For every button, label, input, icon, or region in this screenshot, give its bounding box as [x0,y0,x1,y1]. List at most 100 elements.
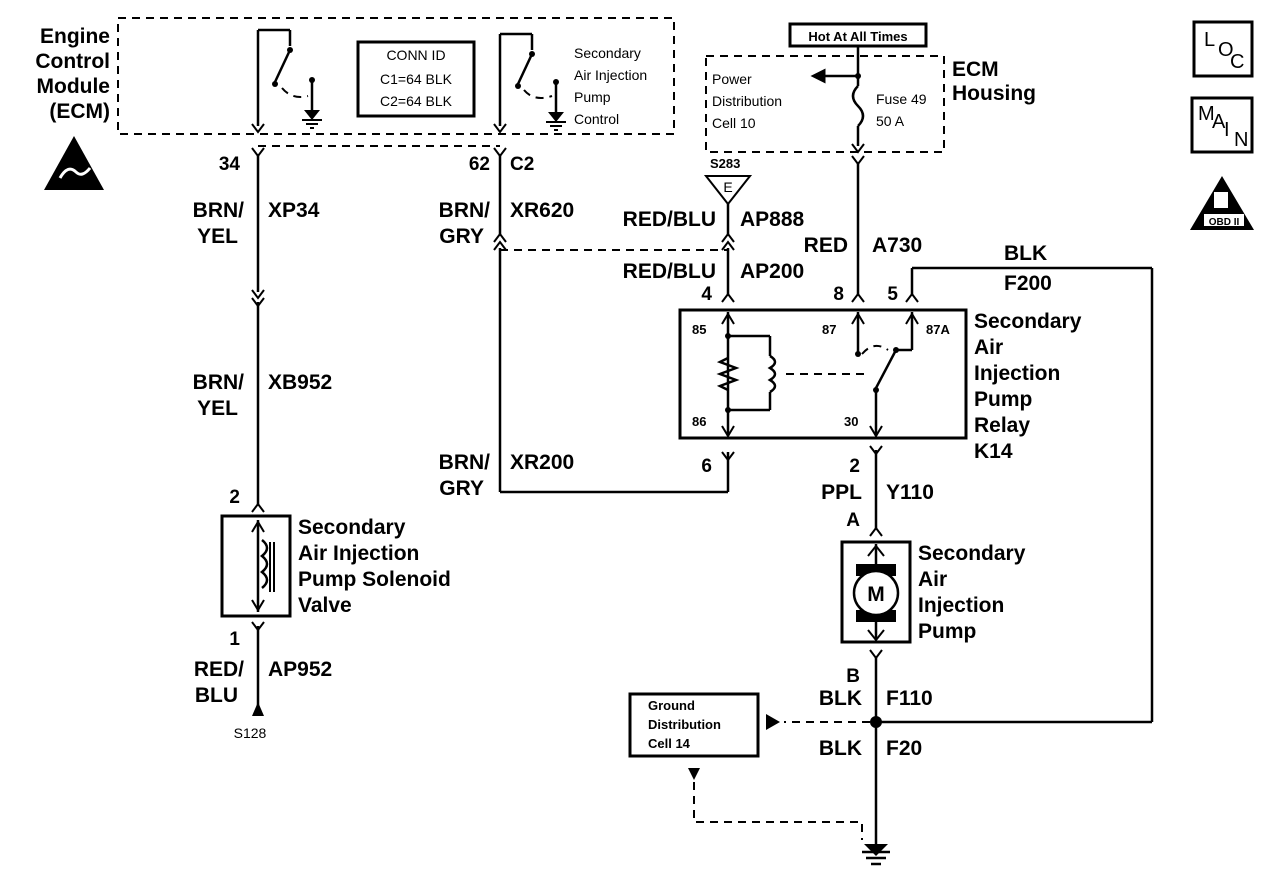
svg-text:(ECM): (ECM) [49,100,110,123]
svg-text:Relay: Relay [974,414,1030,437]
svg-text:ECM: ECM [952,58,999,81]
svg-text:Module: Module [37,75,111,98]
svg-text:Ground: Ground [648,698,695,713]
svg-text:Air: Air [974,336,1003,359]
svg-text:34: 34 [219,154,241,175]
conn-id-box: CONN ID C1=64 BLK C2=64 BLK [356,40,476,118]
ecm-driver-switch-2 [493,32,566,134]
svg-text:Power: Power [712,71,752,87]
svg-text:BLK: BLK [1004,242,1047,265]
svg-text:50 A: 50 A [876,113,905,129]
svg-text:BLK: BLK [819,687,862,710]
svg-text:Control: Control [35,50,110,73]
svg-text:L: L [1204,29,1215,51]
hot-at-all-times-label: Hot At All Times [788,22,928,48]
svg-text:Air Injection: Air Injection [574,67,647,83]
svg-text:Secondary: Secondary [298,516,406,539]
svg-text:A730: A730 [872,234,922,257]
svg-text:XP34: XP34 [268,199,320,222]
svg-text:B: B [846,666,860,687]
svg-text:5: 5 [887,284,898,305]
ecm-label: Engine Control Module (ECM) [35,25,110,123]
svg-text:87: 87 [822,322,836,337]
svg-text:C2: C2 [510,154,534,175]
svg-text:87A: 87A [926,322,950,337]
pdc-label: Power Distribution Cell 10 [712,71,782,131]
ecm-housing-label: ECM Housing [952,58,1036,105]
circuit-f110-f20: B BLK F110 BLK F20 [819,649,933,866]
svg-text:85: 85 [692,322,706,337]
svg-text:RED/BLU: RED/BLU [623,208,716,231]
svg-text:XR200: XR200 [510,451,574,474]
svg-text:AP200: AP200 [740,260,804,283]
svg-text:Injection: Injection [974,362,1060,385]
svg-text:GRY: GRY [439,225,484,248]
relay-label: Secondary Air Injection Pump Relay K14 [974,310,1082,463]
svg-text:S283: S283 [710,156,740,171]
svg-text:BRN/: BRN/ [439,199,490,222]
circuit-xp34: 34 BRN/ YEL XP34 BRN/ YEL XB952 2 [193,147,332,513]
svg-text:AP888: AP888 [740,208,805,231]
svg-text:YEL: YEL [197,225,238,248]
svg-text:Cell 10: Cell 10 [712,115,756,131]
circuit-xr620: 62 C2 BRN/ GRY XR620 BRN/ GRY XR200 6 [439,147,735,500]
svg-text:Pump: Pump [918,620,976,643]
svg-text:Secondary: Secondary [574,45,641,61]
svg-text:62: 62 [469,154,490,175]
pdc-housing-outline [705,55,945,153]
svg-text:A: A [846,510,860,531]
svg-text:Injection: Injection [918,594,1004,617]
svg-text:1: 1 [229,629,240,650]
svg-text:Air: Air [918,568,947,591]
svg-text:Control: Control [574,111,619,127]
esd-icon [44,136,104,190]
svg-text:A: A [1212,111,1226,133]
circuit-ap888: RED/BLU AP888 RED/BLU AP200 4 [623,204,805,305]
svg-text:C2=64 BLK: C2=64 BLK [380,93,453,109]
svg-text:Valve: Valve [298,594,352,617]
svg-text:N: N [1234,129,1248,151]
svg-text:C1=64 BLK: C1=64 BLK [380,71,453,87]
svg-text:I: I [1224,119,1230,141]
main-icon: M A I N [1190,96,1254,154]
obd-ii-icon: OBD II [1190,176,1254,230]
svg-text:86: 86 [692,414,706,429]
svg-text:6: 6 [701,456,712,477]
pump-motor: M Secondary Air Injection Pump [840,540,1026,644]
svg-text:Pump Solenoid: Pump Solenoid [298,568,451,591]
svg-text:2: 2 [229,487,240,508]
svg-text:CONN ID: CONN ID [386,47,445,63]
svg-text:AP952: AP952 [268,658,332,681]
svg-text:BLU: BLU [195,684,238,707]
svg-text:Pump: Pump [974,388,1032,411]
svg-text:PPL: PPL [821,481,862,504]
svg-text:M: M [1198,103,1215,125]
svg-text:XR620: XR620 [510,199,574,222]
solenoid-valve: Secondary Air Injection Pump Solenoid Va… [220,514,451,618]
ecm-driver-switch-1 [251,28,322,134]
svg-text:RED/BLU: RED/BLU [623,260,716,283]
svg-text:Fuse 49: Fuse 49 [876,91,927,107]
fuse-49: Fuse 49 50 A [810,46,927,154]
svg-text:Cell 14: Cell 14 [648,736,691,751]
svg-text:Distribution: Distribution [648,717,721,732]
svg-text:4: 4 [701,284,712,305]
svg-text:YEL: YEL [197,397,238,420]
svg-text:Secondary: Secondary [974,310,1082,333]
svg-text:XB952: XB952 [268,371,332,394]
circuit-f200: 5 BLK F200 [878,242,1154,724]
ground-distribution-cell: Ground Distribution Cell 14 [628,692,870,840]
svg-text:8: 8 [833,284,844,305]
sec-air-control-label: Secondary Air Injection Pump Control [574,45,647,127]
svg-text:F200: F200 [1004,272,1052,295]
svg-text:30: 30 [844,414,858,429]
svg-text:BRN/: BRN/ [193,199,244,222]
svg-text:C: C [1230,51,1244,73]
splice-s283: S283 E [703,156,753,206]
svg-text:Housing: Housing [952,82,1036,105]
svg-text:Air Injection: Air Injection [298,542,419,565]
svg-text:Hot At All Times: Hot At All Times [808,29,907,44]
svg-text:BLK: BLK [819,737,862,760]
